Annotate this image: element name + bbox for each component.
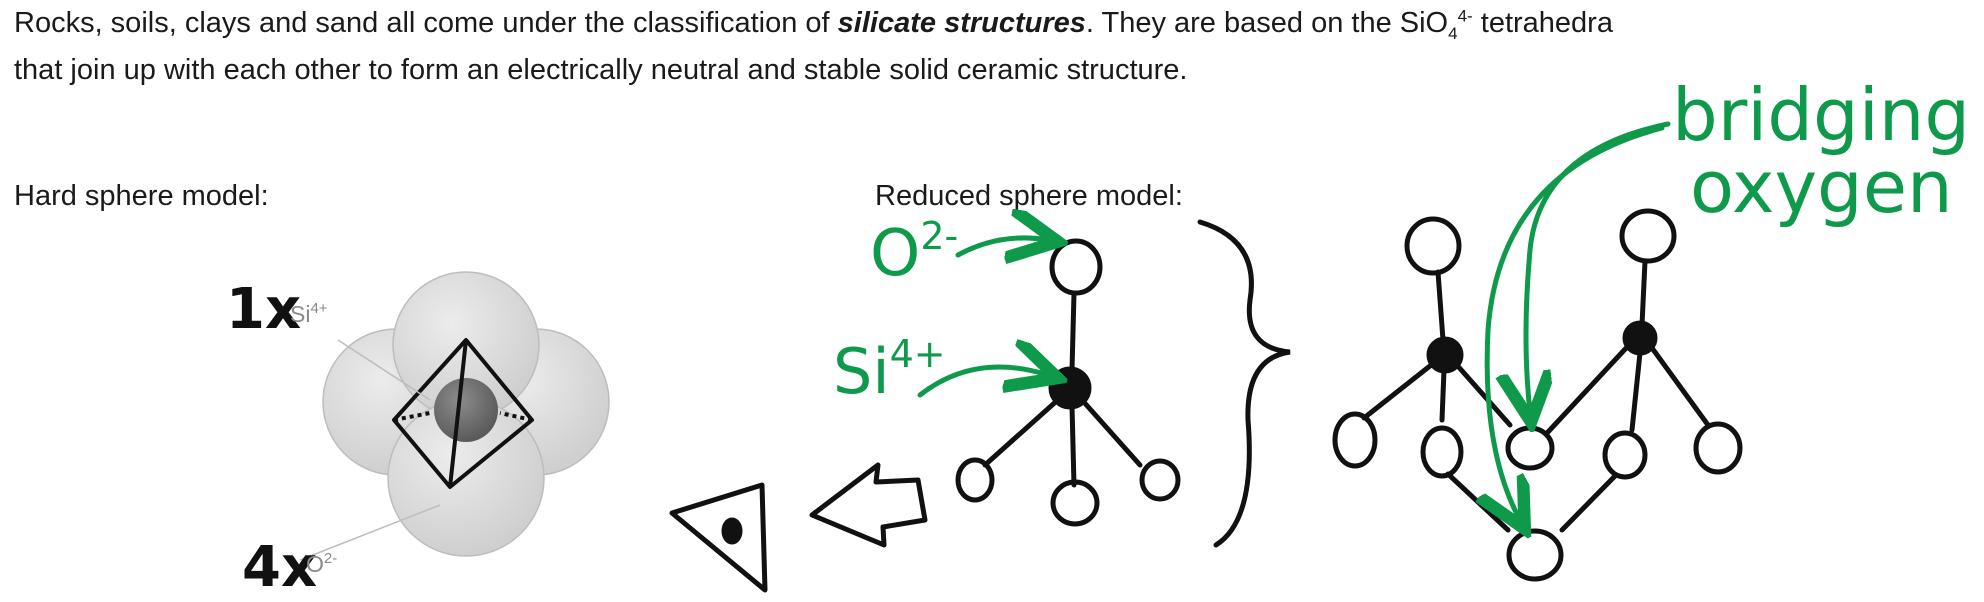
silicate-structures-emphasis: silicate structures xyxy=(837,7,1086,39)
left-outer-oxygen xyxy=(1332,411,1378,469)
oxygen-ion-annotation: O2- xyxy=(870,214,958,291)
oxygen-arrow xyxy=(955,238,1048,255)
intro-text-3: tetrahedra that join up with each other … xyxy=(14,7,1613,86)
shared-oxygen xyxy=(1505,425,1555,471)
top-oxygen xyxy=(1049,238,1103,296)
reduced-sphere-tetrahedron xyxy=(955,238,1181,527)
hard-sphere-model-label: Hard sphere model: xyxy=(14,180,269,212)
intro-text-2: . They are based on the SiO xyxy=(1085,7,1449,39)
silicon-arrow xyxy=(917,367,1048,398)
intro-text: Rocks, soils, clays and sand all come un… xyxy=(14,7,838,39)
bottom-bridging-oxygen xyxy=(1506,528,1564,582)
formula-superscript: 4- xyxy=(1457,6,1473,26)
silicon-ion-annotation: Si4+ xyxy=(833,332,946,408)
right-outer-oxygen xyxy=(1693,421,1743,475)
silicon-sphere xyxy=(434,378,498,442)
outline-arrow-icon xyxy=(809,462,928,548)
oxygen-label: oxygen xyxy=(1690,145,1953,229)
right-lower-oxygen xyxy=(1602,430,1648,480)
bottom-oxygen xyxy=(1050,479,1100,527)
left-oxygen xyxy=(955,457,995,503)
si-count-label: 1x xyxy=(226,277,301,342)
o-leader-line xyxy=(299,504,441,561)
green-annotations: O2- Si4+ bridging oxygen xyxy=(833,73,1970,520)
intro-paragraph: Rocks, soils, clays and sand all come un… xyxy=(14,0,1654,94)
reduced-sphere-model-label: Reduced sphere model: xyxy=(875,180,1183,212)
o-count-label: 4x xyxy=(242,535,317,600)
linked-tetrahedra xyxy=(1332,208,1743,582)
curly-brace xyxy=(1197,219,1291,548)
bridging-arrow-to-shared xyxy=(1526,121,1671,412)
bridging-label: bridging xyxy=(1672,73,1970,157)
si-ion-label: Si4+ xyxy=(290,300,328,327)
left-lower-oxygen xyxy=(1420,425,1464,479)
o-ion-label: O2- xyxy=(306,550,337,577)
bridging-arrow-to-bottom xyxy=(1487,125,1665,520)
si-leader-line xyxy=(337,339,431,401)
triangle-symbol xyxy=(669,482,768,593)
right-oxygen xyxy=(1139,458,1181,502)
hard-sphere-model xyxy=(299,271,610,561)
formula-subscript: 4 xyxy=(1448,23,1458,43)
tetrahedron-outline xyxy=(392,338,534,489)
left-top-oxygen xyxy=(1404,216,1462,276)
right-top-oxygen xyxy=(1619,208,1677,264)
